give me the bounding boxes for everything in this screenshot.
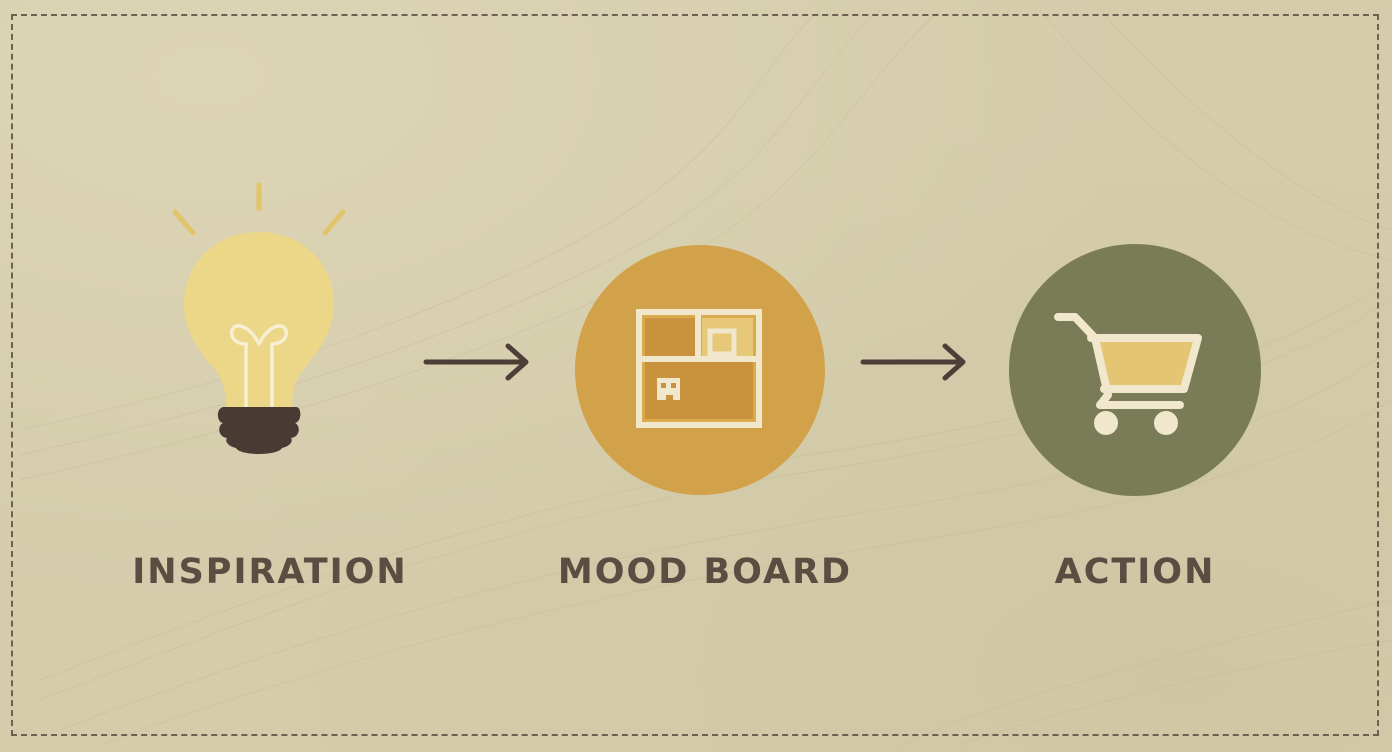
step-label-inspiration: INSPIRATION [132, 552, 408, 592]
step-label-action: ACTION [1054, 552, 1216, 592]
step-label-mood-board: MOOD BOARD [557, 552, 853, 592]
lightbulb-icon [172, 182, 346, 454]
arrow-right-icon [860, 343, 966, 381]
dashed-border [11, 14, 1379, 736]
shopping-cart-icon [1009, 244, 1261, 496]
arrow-right-icon [423, 343, 529, 381]
mood-board-icon [575, 245, 825, 495]
